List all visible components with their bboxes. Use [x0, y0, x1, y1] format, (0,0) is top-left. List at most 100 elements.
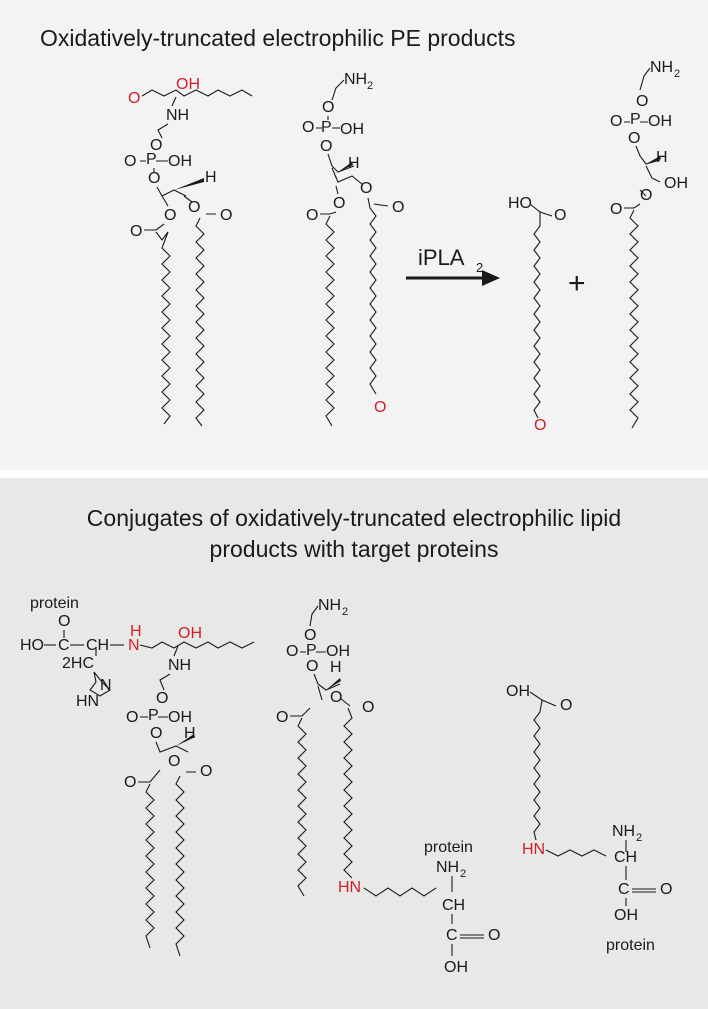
svg-text:HO: HO — [508, 195, 532, 212]
svg-text:O: O — [610, 201, 622, 218]
svg-text:NH: NH — [436, 859, 459, 876]
svg-text:O: O — [322, 99, 334, 116]
svg-text:OH: OH — [326, 643, 350, 660]
svg-text:OH: OH — [168, 709, 192, 726]
svg-text:H: H — [184, 725, 196, 742]
svg-text:NH: NH — [612, 823, 635, 840]
svg-text:O: O — [148, 170, 160, 187]
aldehyde-oxygen: O — [128, 90, 140, 107]
svg-text:O: O — [628, 130, 640, 147]
svg-text:H: H — [205, 169, 217, 186]
svg-text:H: H — [656, 149, 668, 166]
svg-text:O: O — [200, 763, 212, 780]
conjugate-histidine-adduct: protein O HO C CH H N OH 2HC N HN NH O O… — [20, 595, 255, 957]
svg-text:O: O — [660, 881, 672, 898]
svg-text:O: O — [488, 927, 500, 944]
svg-text:O: O — [220, 207, 232, 224]
svg-text:O: O — [276, 709, 288, 726]
conjugate-acid-lysine-adduct: OH O HN NH 2 CH C O OH protein — [506, 683, 672, 954]
molecule-free-aldehyde-acid: HO O O — [508, 195, 566, 434]
svg-text:C: C — [446, 927, 458, 944]
bottom-title-line2: products with target proteins — [210, 536, 499, 562]
svg-text:OH: OH — [444, 959, 468, 976]
svg-text:O: O — [58, 613, 70, 630]
protein-label: protein — [424, 839, 473, 856]
svg-text:N: N — [100, 677, 112, 694]
svg-text:NH: NH — [650, 59, 673, 76]
svg-text:O: O — [124, 774, 136, 791]
svg-text:2: 2 — [342, 606, 348, 618]
svg-text:2: 2 — [367, 80, 373, 92]
svg-text:O: O — [333, 195, 345, 212]
svg-text:2: 2 — [476, 260, 483, 275]
svg-text:O: O — [156, 690, 168, 707]
svg-text:O: O — [320, 138, 332, 155]
svg-text:P: P — [148, 707, 159, 724]
svg-text:HO: HO — [20, 637, 44, 654]
protein-label: protein — [606, 937, 655, 954]
svg-text:O: O — [286, 643, 298, 660]
aldehyde-oxygen: O — [374, 399, 386, 416]
svg-text:O: O — [362, 699, 374, 716]
svg-text:OH: OH — [340, 121, 364, 138]
svg-text:2: 2 — [636, 832, 642, 844]
plus-sign: + — [568, 267, 586, 300]
svg-text:O: O — [306, 658, 318, 675]
conjugate-pe-lysine-adduct: NH 2 O O P OH O H O O O HN protein NH 2 … — [276, 597, 500, 976]
svg-text:P: P — [630, 111, 641, 128]
svg-text:2: 2 — [460, 868, 466, 880]
svg-text:2: 2 — [674, 68, 680, 80]
lysine-nitrogen: HN — [522, 841, 545, 858]
svg-text:H: H — [330, 659, 342, 676]
svg-text:C: C — [618, 881, 630, 898]
svg-text:O: O — [302, 119, 314, 136]
svg-text:O: O — [304, 627, 316, 644]
svg-text:O: O — [560, 697, 572, 714]
hydroxyl-group: OH — [176, 76, 200, 93]
svg-text:OH: OH — [648, 113, 672, 130]
top-panel — [0, 0, 708, 470]
lysine-nitrogen: HN — [338, 879, 361, 896]
svg-text:P: P — [306, 642, 317, 659]
svg-text:C: C — [58, 637, 70, 654]
svg-text:O: O — [150, 137, 162, 154]
hydroxyl-group: OH — [178, 625, 202, 642]
svg-text:HN: HN — [76, 693, 99, 710]
svg-text:O: O — [130, 223, 142, 240]
svg-text:2HC: 2HC — [62, 655, 94, 672]
svg-text:O: O — [188, 199, 200, 216]
svg-text:O: O — [126, 709, 138, 726]
svg-text:CH: CH — [86, 637, 109, 654]
svg-text:O: O — [360, 180, 372, 197]
molecule-pe-long-aldehyde: NH 2 O O P OH O H O O O O O — [302, 71, 404, 427]
svg-text:H: H — [348, 155, 360, 172]
molecule-truncated-pe-aldehyde: O OH NH O O P OH O H O O O O — [124, 76, 253, 427]
svg-text:O: O — [150, 725, 162, 742]
svg-text:O: O — [392, 199, 404, 216]
svg-text:NH: NH — [318, 597, 341, 614]
bottom-title-line1: Conjugates of oxidatively-truncated elec… — [87, 505, 621, 531]
amine-nh: NH — [166, 107, 189, 124]
protein-label: protein — [30, 595, 79, 612]
svg-text:O: O — [610, 113, 622, 130]
amine-nh2: NH — [344, 71, 367, 88]
svg-text:O: O — [164, 207, 176, 224]
svg-text:P: P — [321, 119, 332, 136]
svg-text:CH: CH — [442, 897, 465, 914]
iPLA2-reaction-arrow: iPLA 2 — [406, 245, 500, 286]
svg-text:O: O — [168, 753, 180, 770]
molecule-lyso-pe: NH 2 O O P OH O H OH O O — [610, 59, 688, 429]
svg-text:OH: OH — [506, 683, 530, 700]
svg-text:NH: NH — [168, 657, 191, 674]
svg-text:OH: OH — [168, 153, 192, 170]
svg-text:CH: CH — [614, 849, 637, 866]
histidine-nitrogen: N — [128, 637, 140, 654]
svg-text:H: H — [130, 623, 142, 640]
bottom-panel — [0, 478, 708, 1009]
top-title: Oxidatively-truncated electrophilic PE p… — [40, 25, 516, 51]
svg-text:OH: OH — [614, 907, 638, 924]
svg-text:O: O — [554, 207, 566, 224]
aldehyde-oxygen: O — [534, 417, 546, 434]
enzyme-label: iPLA — [418, 245, 465, 270]
